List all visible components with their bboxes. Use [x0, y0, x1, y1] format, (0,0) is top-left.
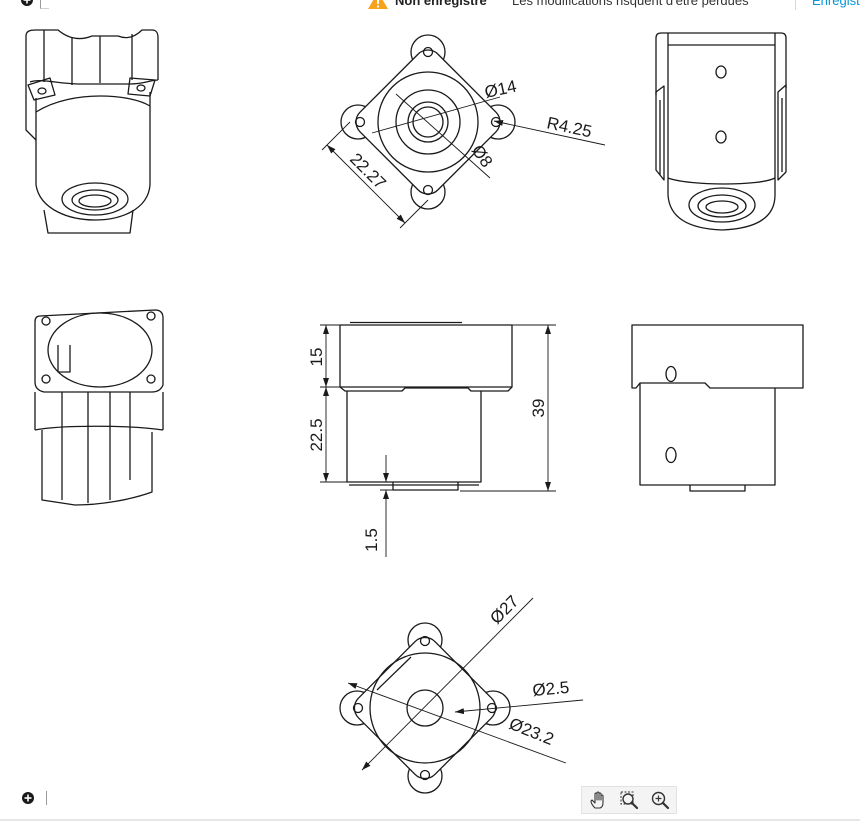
unsaved-message: Les modifications risquent d'être perdue… [512, 0, 749, 8]
plus-circle-icon[interactable] [21, 791, 35, 805]
save-link[interactable]: Enregistrer [812, 0, 860, 8]
bottom-view: Ø27 Ø2.5 Ø23.2 [339, 592, 584, 794]
isometric-view-bottom [34, 309, 164, 506]
front-view: 15 22.5 39 1.5 [307, 321, 556, 557]
back-view [655, 32, 787, 231]
zoom-icon [652, 791, 670, 810]
dim-flange-diameter: Ø27 [486, 592, 522, 628]
unsaved-status: Non enregistré [395, 0, 487, 8]
dim-hole-diameter: Ø2.5 [532, 678, 570, 700]
panel-handle-bottom[interactable] [46, 791, 47, 805]
plus-circle-icon[interactable] [20, 0, 34, 7]
dim-flange-height: 15 [307, 348, 326, 367]
zoom-window-button[interactable] [618, 789, 640, 811]
panel-handle-top[interactable] [40, 0, 49, 9]
dim-boss-diameter: Ø14 [483, 77, 518, 102]
dim-body-height: 22.5 [307, 418, 326, 451]
pan-button[interactable] [587, 789, 609, 811]
side-view [631, 324, 804, 492]
bar-divider [795, 0, 796, 10]
unsaved-notification-bar: Non enregistré Les modifications risquen… [0, 0, 860, 10]
dim-overall-height: 39 [529, 399, 548, 418]
warning-icon [368, 0, 388, 9]
zoom-window-icon [620, 791, 639, 810]
isometric-view-top [25, 29, 159, 234]
bottom-border [0, 819, 860, 821]
top-view: Ø14 R4.25 Ø8 22.27 [321, 34, 606, 229]
dim-spigot-height: 1.5 [362, 528, 381, 552]
pan-hand-icon [590, 791, 604, 809]
navigation-toolbar [581, 786, 677, 814]
zoom-button[interactable] [649, 789, 671, 811]
